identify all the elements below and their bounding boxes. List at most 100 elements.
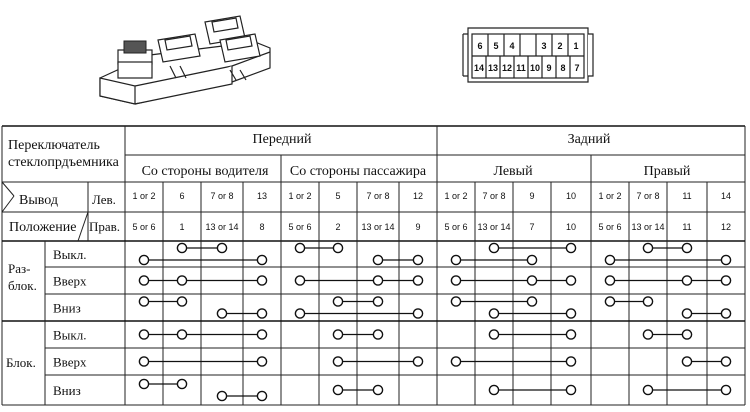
terminal-circle [642,296,654,307]
terminal-lev-label: 12 [413,191,423,201]
switch-assembly-illustration [99,15,271,105]
group-lock-label: Блок. [6,355,36,370]
terminal-circle [138,329,150,340]
terminal-lev-label: 10 [566,191,576,201]
terminal-circle [681,356,693,367]
terminal-circle [138,254,150,266]
terminal-circle [720,356,732,367]
terminal-prav-label: 13 or 14 [361,222,394,232]
terminal-circle [450,254,462,266]
terminal-lev-label: 9 [529,191,534,201]
terminal-circle [412,308,424,319]
terminal-prav-label: 12 [721,222,731,232]
terminal-circle [332,296,344,307]
terminal-circle [488,308,500,319]
terminal-circle [256,356,268,367]
terminal-circle [294,242,306,254]
terminal-circle [450,296,462,307]
terminal-circle [604,296,616,307]
terminal-lev-label: 1 or 2 [132,191,155,201]
terminal-prav-label: 5 or 6 [288,222,311,232]
connector-pin-label: 5 [493,41,498,51]
terminal-circle [412,356,424,367]
terminal-circle [256,308,268,319]
connector-pin-label: 11 [516,63,526,73]
connector-pin-label: 2 [557,41,562,51]
terminal-circle [332,329,344,340]
terminal-circle [138,296,150,307]
terminal-circle [372,329,384,340]
terminal-lev-label: 5 [335,191,340,201]
terminal-circle [294,275,306,286]
terminal-circle [681,308,693,319]
terminal-circle [256,329,268,340]
connector-pin-label: 1 [573,41,578,51]
terminal-prav-label: 8 [259,222,264,232]
terminal-prav-label: 11 [682,222,691,232]
position-label-row: Вверх [53,274,87,289]
terminal-circle [565,242,577,254]
terminal-lev-label: 7 or 8 [366,191,389,201]
terminal-circle [372,275,384,286]
terminal-lev-label: 7 or 8 [210,191,233,201]
pinout-table-grid [1,125,746,406]
terminal-circle [526,254,538,266]
terminal-circle [642,384,654,396]
terminal-lev-label: 6 [179,191,184,201]
terminal-circle [138,378,150,390]
terminal-circle [216,390,228,402]
connector-pin-label: 10 [530,63,540,73]
connector-pin-label: 8 [560,63,565,73]
terminal-circle [604,275,616,286]
terminal-circle [720,308,732,319]
terminal-circle [372,296,384,307]
front-header: Передний [253,132,312,147]
connector-pin-label: 7 [574,63,579,73]
connector-pin-label: 12 [502,63,512,73]
group-unlock-label: Раз- [8,261,30,276]
terminal-prav-label: 13 or 14 [631,222,664,232]
terminal-circle [565,329,577,340]
terminal-circle [450,356,462,367]
terminal-circle [488,329,500,340]
position-label-row: Вверх [53,355,87,370]
terminal-circle [332,242,344,254]
terminal-prav-label: 5 or 6 [444,222,467,232]
terminal-prav-label: 5 or 6 [132,222,155,232]
rear-header: Задний [568,132,611,147]
left-header: Левый [493,164,533,179]
terminal-circle [372,254,384,266]
connector-pin-label: 13 [488,63,498,73]
terminal-circle [256,390,268,402]
terminal-circle [681,275,693,286]
connector-pin-label: 6 [477,41,482,51]
terminal-prav-label: 9 [415,222,420,232]
terminal-prav-label: 7 [529,222,534,232]
terminal-circle [604,254,616,266]
terminal-circle [488,384,500,396]
prav-label: Прав. [89,219,120,234]
terminal-circle [565,275,577,286]
terminal-circle [176,275,188,286]
terminal-circle [412,254,424,266]
connector-pin-label: 3 [541,41,546,51]
lev-label: Лев. [92,192,116,207]
terminal-circle [642,242,654,254]
terminal-circle [176,296,188,307]
terminal-circle [138,275,150,286]
terminal-circle [332,356,344,367]
terminal-lev-label: 1 or 2 [288,191,311,201]
terminal-lev-label: 1 or 2 [598,191,621,201]
terminal-circle [138,356,150,367]
right-header: Правый [644,164,691,179]
terminal-circle [642,329,654,340]
terminal-circle [565,384,577,396]
terminal-prav-label: 2 [335,222,340,232]
terminal-circle [488,242,500,254]
terminal-lev-label: 7 or 8 [636,191,659,201]
position-label-row: Выкл. [53,328,86,343]
position-label: Положение [9,220,76,235]
terminal-circle [294,308,306,319]
